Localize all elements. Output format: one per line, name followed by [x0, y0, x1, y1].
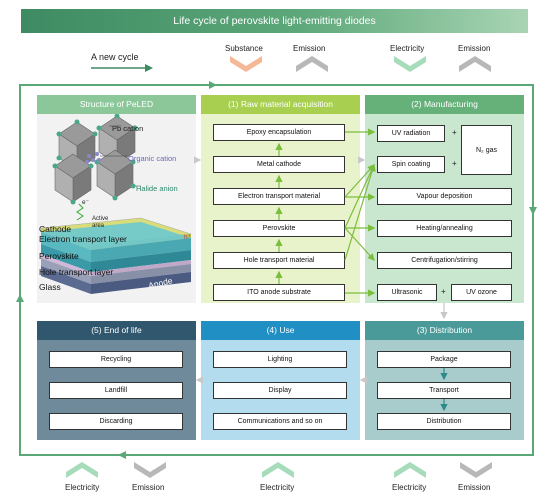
- raw-item-ito: ITO anode substrate: [213, 284, 345, 301]
- arrow-head-icon: [118, 451, 126, 459]
- emission-chevron-icon: [296, 56, 328, 72]
- electricity-chevron-icon: [66, 462, 98, 478]
- eol-recycling: Recycling: [49, 351, 183, 368]
- layer-label-htl: Hole transport layer: [39, 267, 114, 277]
- layer-label-perovskite: Perovskite: [39, 251, 79, 261]
- dist-distribution: Distribution: [377, 413, 511, 430]
- emission-chevron-icon: [459, 56, 491, 72]
- electricity-chevron-icon: [262, 462, 294, 478]
- pb-cation-label: Pb cation: [112, 124, 144, 133]
- layer-label-cathode: Cathode: [39, 224, 72, 234]
- use-header: (4) Use: [201, 321, 360, 340]
- emission-label-top-2: Emission: [458, 44, 491, 53]
- mfg-uv-ozone: UV ozone: [451, 284, 512, 301]
- emission-chevron-icon: [460, 462, 492, 478]
- arrow-head-icon: [145, 64, 153, 72]
- raw-item-htm: Hole transport material: [213, 252, 345, 269]
- mfg-n2-gas: N₂ gas: [461, 125, 512, 175]
- mfg-spin-coating: Spin coating: [377, 156, 445, 173]
- arrow-head-icon: [209, 81, 217, 89]
- peled-structure-illustration: [40, 114, 192, 294]
- organic-cation-label: Organic cation: [128, 154, 177, 163]
- substance-label: Substance: [225, 44, 263, 53]
- mfg-heating: Heating/annealing: [377, 220, 512, 237]
- halide-anion-label: Halide anion: [136, 184, 178, 193]
- eol-landfill: Landfill: [49, 382, 183, 399]
- raw-item-perovskite: Perovskite: [213, 220, 345, 237]
- mfg-centrifugation: Centrifugation/stirring: [377, 252, 512, 269]
- electricity-label-bottom-2: Electricity: [260, 483, 295, 492]
- hole-symbol: h⁺: [184, 234, 192, 241]
- emission-label-top-1: Emission: [293, 44, 326, 53]
- raw-material-header: (1) Raw material acquisition: [201, 95, 360, 114]
- active-area-label: Active area: [92, 216, 109, 229]
- plus-symbol: +: [441, 287, 446, 296]
- emission-label-bottom-2: Emission: [458, 483, 491, 492]
- dist-transport: Transport: [377, 382, 511, 399]
- substance-chevron-icon: [230, 56, 262, 72]
- raw-item-etm: Electron transport material: [213, 188, 345, 205]
- electricity-label-top: Electricity: [390, 44, 425, 53]
- electron-symbol: e⁻: [82, 199, 90, 206]
- mfg-vapour-deposition: Vapour deposition: [377, 188, 512, 205]
- mfg-ultrasonic: Ultrasonic: [377, 284, 437, 301]
- arrow-head-icon: [16, 294, 24, 302]
- raw-item-epoxy: Epoxy encapsulation: [213, 124, 345, 141]
- plus-symbol: +: [452, 159, 457, 168]
- electricity-chevron-icon: [394, 56, 426, 72]
- layer-label-etl: Electron transport layer: [39, 234, 127, 244]
- eol-discarding: Discarding: [49, 413, 183, 430]
- manufacturing-header: (2) Manufacturing: [365, 95, 524, 114]
- arrow-head-icon: [529, 207, 537, 215]
- structure-header: Structure of PeLED: [37, 95, 196, 114]
- use-lighting: Lighting: [213, 351, 347, 368]
- distribution-header: (3) Distribution: [365, 321, 524, 340]
- end-of-life-header: (5) End of life: [37, 321, 196, 340]
- emission-chevron-icon: [134, 462, 166, 478]
- raw-item-metal-cathode: Metal cathode: [213, 156, 345, 173]
- diagram-title: Life cycle of perovskite light-emitting …: [21, 9, 528, 33]
- electricity-label-bottom-3: Electricity: [392, 483, 427, 492]
- layer-label-glass: Glass: [39, 282, 61, 292]
- new-cycle-label: A new cycle: [91, 52, 139, 62]
- mfg-uv-radiation: UV radiation: [377, 125, 445, 142]
- use-display: Display: [213, 382, 347, 399]
- electricity-label-bottom-1: Electricity: [65, 483, 100, 492]
- emission-label-bottom-1: Emission: [132, 483, 165, 492]
- dist-package: Package: [377, 351, 511, 368]
- electricity-chevron-icon: [394, 462, 426, 478]
- plus-symbol: +: [452, 128, 457, 137]
- use-communications: Communications and so on: [213, 413, 347, 430]
